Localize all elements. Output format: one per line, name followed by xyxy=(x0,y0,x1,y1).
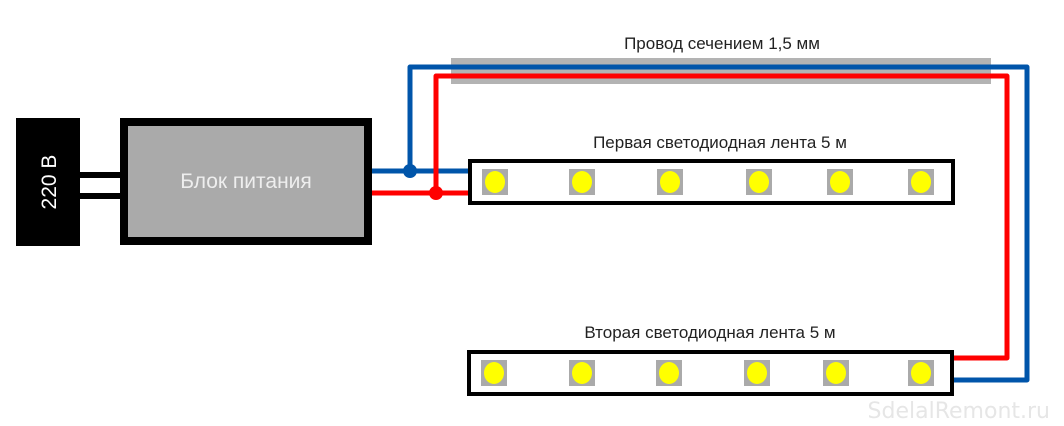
power-supply-block xyxy=(120,118,372,245)
strip-2-led xyxy=(659,362,679,384)
strip-2-led xyxy=(572,362,592,384)
power-supply-label: Блок питания xyxy=(180,170,312,193)
strip-2-label: Вторая светодиодная лента 5 м xyxy=(584,323,835,342)
led-strip-1 xyxy=(468,159,955,205)
strip-2-led xyxy=(484,362,504,384)
mains-source-label: 220 В xyxy=(38,155,61,210)
strip-2-led xyxy=(911,362,931,384)
strip-1-label: Первая светодиодная лента 5 м xyxy=(593,133,847,152)
positive-wire-long xyxy=(433,73,1010,361)
led-strip-1-leds xyxy=(482,169,934,195)
strip-1-led xyxy=(660,171,680,193)
led-strip-2 xyxy=(467,350,954,396)
wire-label: Провод сечением 1,5 мм xyxy=(624,34,820,53)
watermark: SdelalRemont.ru xyxy=(868,399,1050,424)
strip-1-led xyxy=(485,171,505,193)
strip-1-led xyxy=(911,171,931,193)
strip-1-led xyxy=(749,171,769,193)
led-strip-2-leds xyxy=(481,360,934,386)
cable-sheath xyxy=(451,58,991,84)
strip-1-led xyxy=(830,171,850,193)
strip-2-led xyxy=(747,362,767,384)
mains-source-block xyxy=(16,118,80,246)
strip-2-led xyxy=(826,362,846,384)
mains-lead-1 xyxy=(80,172,120,178)
strip-1-led xyxy=(572,171,592,193)
negative-junction-dot xyxy=(403,164,417,178)
negative-wire-long xyxy=(407,64,1030,383)
mains-lead-2 xyxy=(80,193,120,199)
positive-junction-dot xyxy=(429,186,443,200)
